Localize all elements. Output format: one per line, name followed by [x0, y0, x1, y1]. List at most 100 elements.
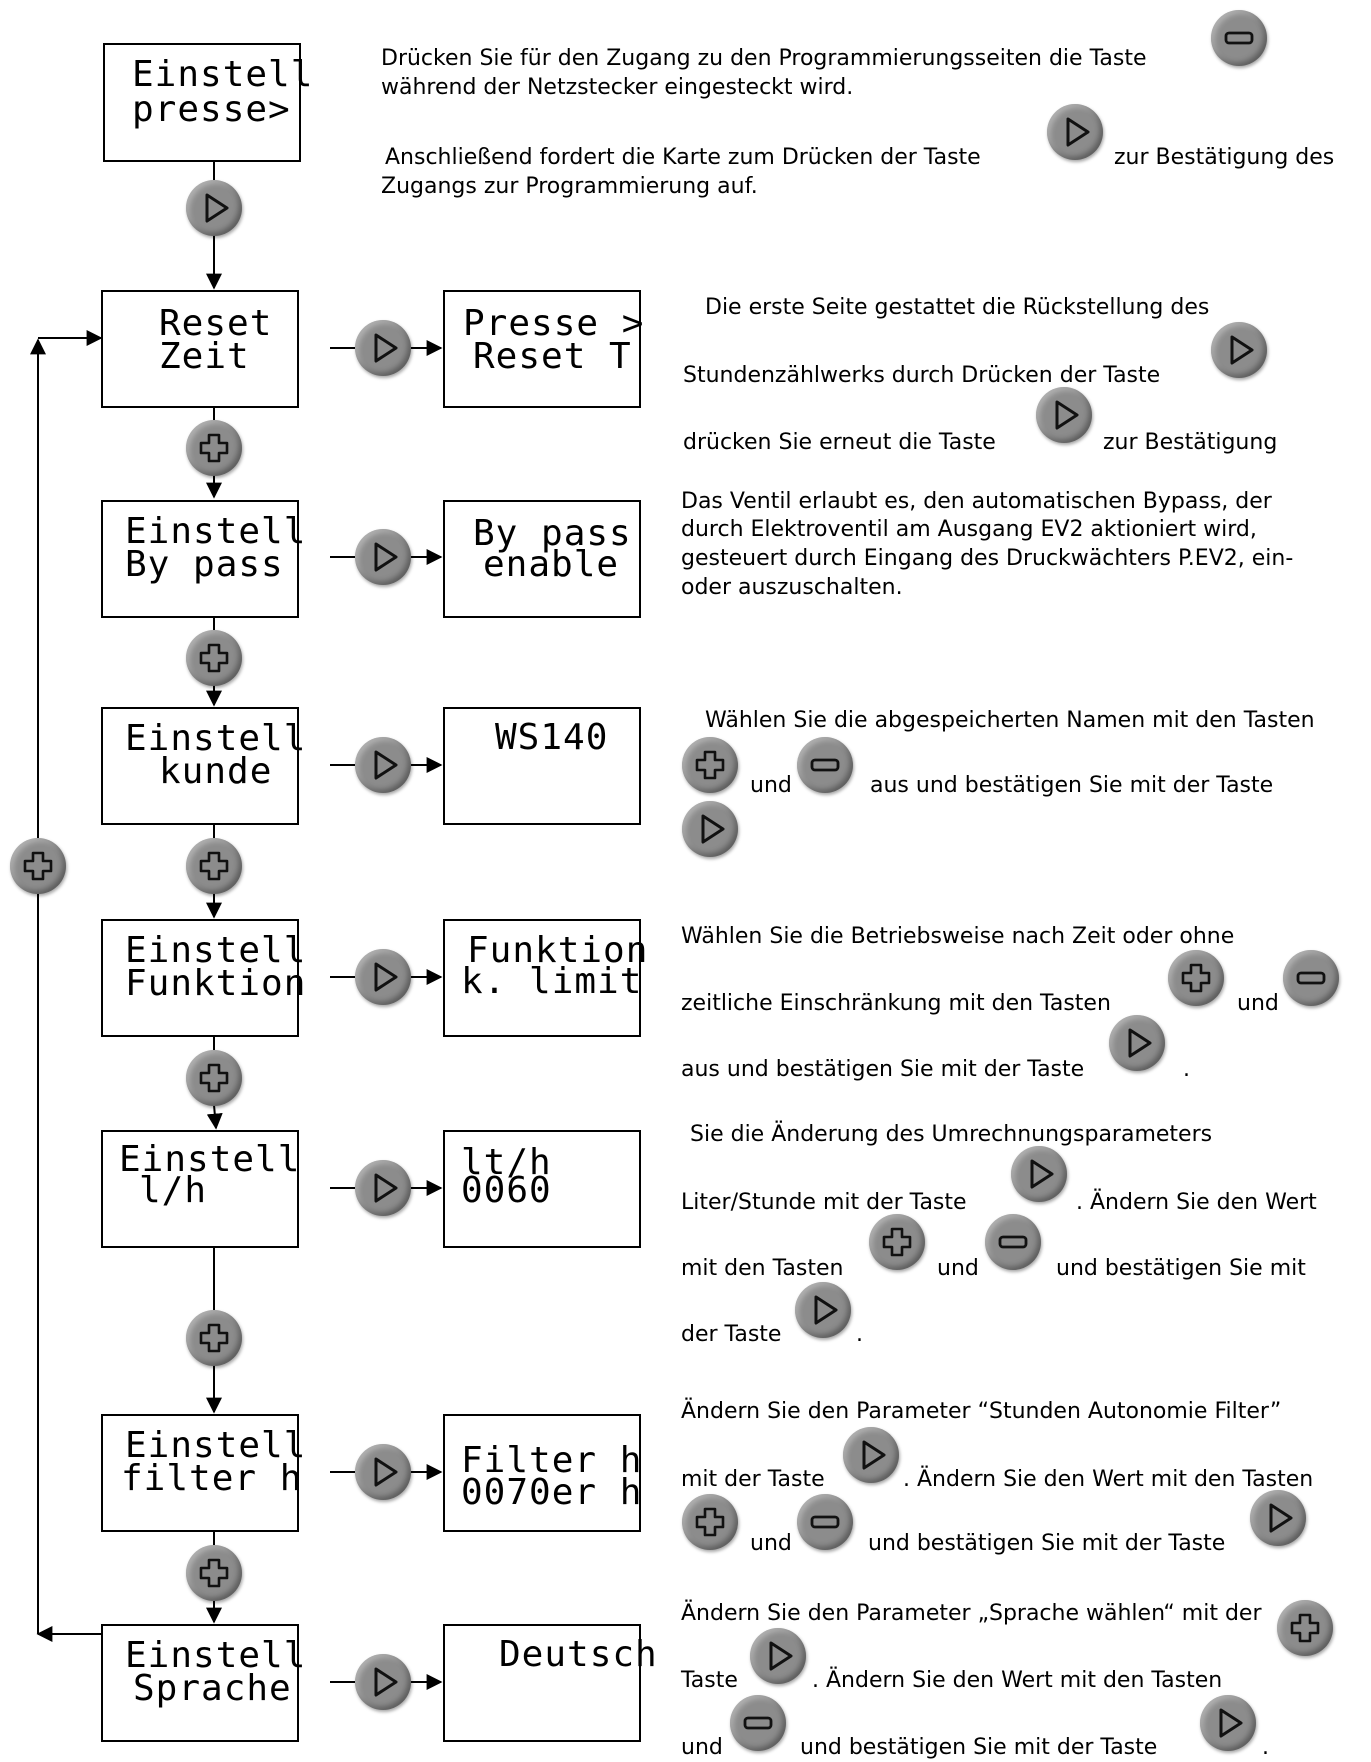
lh-text-3: . Ändern Sie den Wert	[1076, 1190, 1317, 1215]
value-line-1: WS140	[495, 717, 609, 758]
arrow-button-icon	[1200, 1695, 1256, 1751]
arrow-button-icon	[1211, 322, 1267, 378]
screen-line-2: l/h	[139, 1170, 208, 1211]
bypass-text-3: gesteuert durch Eingang des Druckwächter…	[681, 546, 1294, 571]
screen-line-2: filter h	[121, 1458, 303, 1499]
screen-bypass: Einstell By pass	[101, 500, 305, 618]
screen-line-1: Einstell	[125, 1635, 307, 1676]
screen-line-2: Sprache	[133, 1668, 292, 1709]
screen-line-1: Einstell	[125, 930, 307, 971]
filter-text-5: und bestätigen Sie mit der Taste	[868, 1531, 1226, 1556]
filter-text-1: Ändern Sie den Parameter “Stunden Autono…	[681, 1399, 1282, 1424]
arrow-button-icon	[682, 801, 738, 857]
funktion-text-5: .	[1183, 1057, 1190, 1082]
reset-text-3: drücken Sie erneut die Taste	[683, 430, 996, 455]
value-line-1: Filter h	[461, 1440, 643, 1481]
screen-line-1: Einstell	[125, 511, 307, 552]
funktion-text-4: aus und bestätigen Sie mit der Taste	[681, 1057, 1085, 1082]
value-kunde: WS140	[443, 707, 641, 825]
minus-button-icon	[797, 1494, 853, 1550]
kunde-text-3: aus und bestätigen Sie mit der Taste	[870, 773, 1274, 798]
value-line-1: By pass	[473, 513, 632, 554]
minus-button-icon	[730, 1695, 786, 1751]
arrow-button-icon	[1036, 387, 1092, 443]
plus-button-icon	[682, 737, 738, 793]
plus-button-icon	[186, 838, 242, 894]
screen-line-1: Einstell	[125, 718, 307, 759]
value-filter: Filter h 0070er h	[443, 1414, 641, 1532]
plus-button-icon	[186, 1545, 242, 1601]
sprache-text-5: und bestätigen Sie mit der Taste	[800, 1735, 1158, 1760]
plus-button-icon	[1277, 1600, 1333, 1656]
value-line-2: 0060	[461, 1170, 552, 1211]
lh-text-2: Liter/Stunde mit der Taste	[681, 1190, 967, 1215]
screen-reset: Reset Zeit	[101, 290, 299, 408]
screen-line-2: presse>	[132, 89, 291, 130]
value-sprache: Deutsch	[443, 1624, 657, 1742]
lh-text-6: und bestätigen Sie mit	[1056, 1256, 1306, 1281]
funktion-text-2: zeitliche Einschränkung mit den Tasten	[681, 991, 1111, 1016]
screen-line-2: By pass	[125, 544, 284, 585]
screen-filter: Einstell filter h	[101, 1414, 305, 1532]
value-lh: lt/h 0060	[443, 1130, 641, 1248]
access-text-5: Zugangs zur Programmierung auf.	[381, 174, 758, 199]
value-line-2: 0070er h	[461, 1472, 643, 1513]
value-line-2: k. limit	[461, 961, 643, 1002]
arrow-button-icon	[843, 1427, 899, 1483]
plus-button-icon	[186, 1050, 242, 1106]
arrow-button-icon	[795, 1282, 851, 1338]
arrow-button-icon	[750, 1628, 806, 1684]
lh-text-5: und	[937, 1256, 979, 1281]
screen-access: Einstell presse>	[103, 43, 312, 162]
minus-button-icon	[1211, 10, 1267, 66]
funktion-text-1: Wählen Sie die Betriebsweise nach Zeit o…	[681, 924, 1235, 949]
access-text-3: Anschließend fordert die Karte zum Drück…	[385, 145, 981, 170]
screen-line-1: Einstell	[125, 1425, 307, 1466]
access-text-4: zur Bestätigung des	[1114, 145, 1335, 170]
arrow-button-icon	[1047, 104, 1103, 160]
access-text-1: Drücken Sie für den Zugang zu den Progra…	[381, 46, 1147, 71]
screen-line-2: kunde	[159, 751, 273, 792]
bypass-text-4: oder auszuschalten.	[681, 575, 903, 600]
value-line-1: lt/h	[461, 1142, 552, 1183]
plus-button-icon	[1168, 950, 1224, 1006]
value-funktion: Funktion k. limit	[443, 919, 647, 1037]
screen-line-1: Einstell	[132, 54, 314, 95]
arrow-button-icon	[355, 320, 411, 376]
arrow-button-icon	[355, 1654, 411, 1710]
arrow-button-icon	[1109, 1015, 1165, 1071]
minus-button-icon	[797, 737, 853, 793]
value-bypass: By pass enable	[443, 500, 641, 618]
kunde-text-2: und	[750, 773, 792, 798]
arrow-button-icon	[1011, 1146, 1067, 1202]
lh-text-1: Sie die Änderung des Umrechnungsparamete…	[690, 1122, 1213, 1147]
filter-text-2: mit der Taste	[681, 1467, 825, 1492]
reset-text-1: Die erste Seite gestattet die Rückstellu…	[705, 295, 1210, 320]
sprache-text-2: Taste	[681, 1668, 738, 1693]
minus-button-icon	[1283, 950, 1339, 1006]
minus-button-icon	[985, 1214, 1041, 1270]
filter-text-4: und	[750, 1531, 792, 1556]
arrow-button-icon	[355, 1444, 411, 1500]
value-reset: Presse > Reset T	[443, 290, 645, 408]
reset-text-4: zur Bestätigung	[1103, 430, 1278, 455]
arrow-button-icon	[355, 737, 411, 793]
value-line-1: Deutsch	[499, 1634, 658, 1675]
kunde-text-1: Wählen Sie die abgespeicherten Namen mit…	[705, 708, 1315, 733]
bypass-text-2: durch Elektroventil am Ausgang EV2 aktio…	[681, 517, 1257, 542]
sprache-text-6: .	[1262, 1735, 1269, 1760]
lh-text-8: .	[856, 1322, 863, 1347]
sprache-text-1: Ändern Sie den Parameter „Sprache wählen…	[681, 1601, 1262, 1626]
screen-line-2: Zeit	[159, 336, 250, 377]
value-line-1: Presse >	[463, 303, 645, 344]
arrow-button-icon	[1250, 1490, 1306, 1546]
plus-button-icon	[186, 1310, 242, 1366]
arrow-button-icon	[186, 180, 242, 236]
lh-text-7: der Taste	[681, 1322, 782, 1347]
value-line-2: enable	[483, 544, 620, 585]
lh-text-4: mit den Tasten	[681, 1256, 844, 1281]
filter-text-3: . Ändern Sie den Wert mit den Tasten	[903, 1467, 1314, 1492]
screen-kunde: Einstell kunde	[101, 707, 305, 825]
